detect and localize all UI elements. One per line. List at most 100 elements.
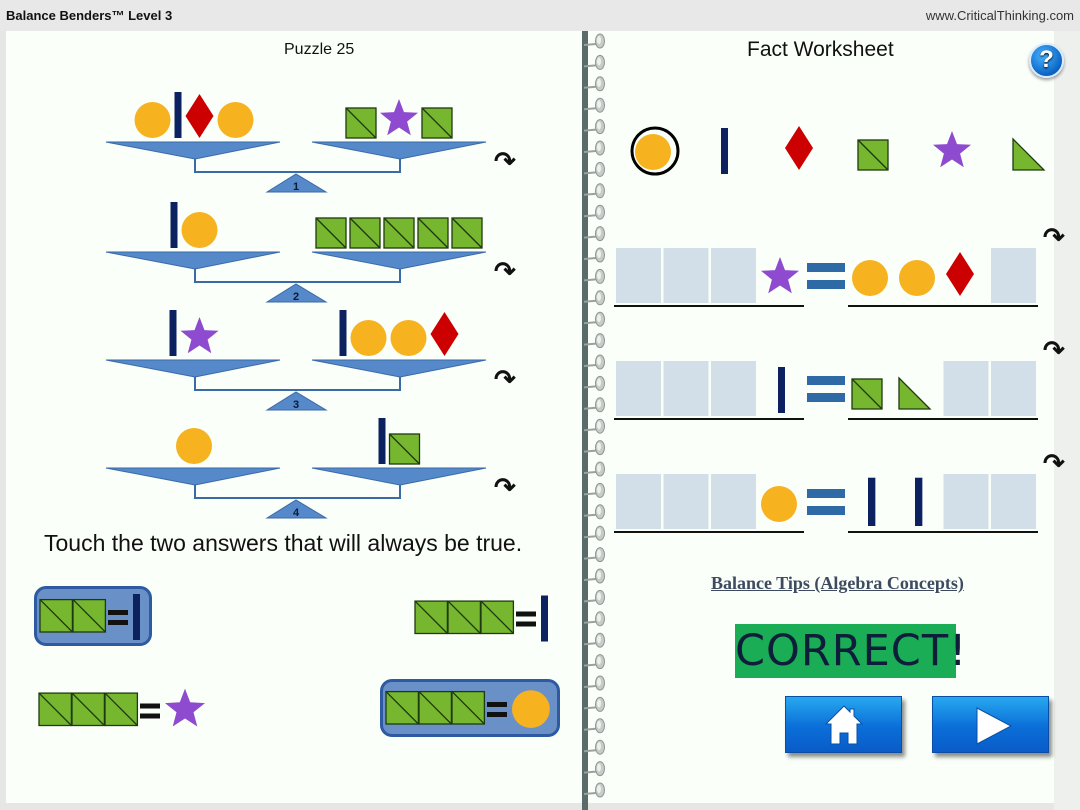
- bar-shape: [778, 367, 785, 413]
- app-title: Balance Benders™ Level 3: [6, 8, 173, 23]
- empty-slot[interactable]: [616, 248, 661, 303]
- ring: [584, 482, 605, 498]
- ring: [584, 739, 605, 755]
- empty-slot[interactable]: [663, 474, 709, 529]
- empty-slot[interactable]: [711, 361, 756, 416]
- answer-option-3[interactable]: [34, 682, 224, 737]
- square-shape: [417, 217, 449, 249]
- equals-sign: [140, 703, 160, 719]
- bar-shape: [868, 477, 876, 526]
- fact-row-2: [614, 359, 1038, 421]
- star-shape: [761, 257, 799, 294]
- balance-tips-link[interactable]: Balance Tips (Algebra Concepts): [711, 573, 964, 593]
- ring: [584, 161, 605, 177]
- palette-square[interactable]: [857, 139, 889, 171]
- undo-icon[interactable]: ↶: [494, 364, 516, 394]
- website-link[interactable]: www.CriticalThinking.com: [925, 8, 1074, 23]
- diamond-shape: [785, 126, 813, 170]
- square-shape: [388, 433, 421, 465]
- palette-circle[interactable]: [630, 126, 680, 176]
- play-icon: [976, 707, 1013, 745]
- puzzle-page: [6, 31, 582, 803]
- square-shape: [383, 217, 415, 249]
- answer-option-4[interactable]: [380, 679, 560, 737]
- diamond-shape: [185, 94, 214, 138]
- empty-slot[interactable]: [663, 361, 709, 416]
- fact-row-1: [614, 246, 1038, 308]
- square-shape: [71, 692, 106, 727]
- home-button[interactable]: [785, 696, 902, 753]
- circle-shape: [635, 134, 671, 170]
- palette-triangle[interactable]: [1012, 137, 1046, 171]
- equals-sign: [108, 610, 128, 625]
- empty-slot[interactable]: [943, 474, 989, 529]
- ring: [584, 611, 605, 627]
- shape-palette: [630, 126, 1046, 176]
- empty-slot[interactable]: [616, 361, 661, 416]
- ring: [584, 33, 605, 49]
- fact-row-3: [614, 472, 1038, 534]
- star-shape: [180, 317, 219, 354]
- empty-slot[interactable]: [711, 474, 756, 529]
- answer-option-1[interactable]: [34, 586, 152, 646]
- answer-equation: [39, 594, 140, 640]
- ring: [584, 397, 605, 413]
- undo-icon[interactable]: ↶: [494, 256, 516, 286]
- puzzle-title: Puzzle 25: [284, 41, 355, 58]
- undo-icon[interactable]: ↶: [1043, 448, 1065, 478]
- ring: [584, 54, 605, 70]
- ring: [584, 354, 605, 370]
- empty-slot[interactable]: [943, 361, 989, 416]
- empty-slot[interactable]: [711, 248, 756, 303]
- page-edge: [1054, 31, 1080, 810]
- palette-star[interactable]: [933, 131, 971, 168]
- ring: [584, 461, 605, 477]
- undo-icon[interactable]: ↶: [1043, 222, 1065, 252]
- ring: [584, 268, 605, 284]
- fact-equation: [614, 474, 1038, 533]
- bar-shape: [915, 477, 923, 526]
- star-shape: [933, 131, 971, 168]
- circle-shape: [217, 102, 254, 138]
- scale-number: 3: [293, 399, 299, 411]
- square-shape: [349, 217, 381, 249]
- balance-scale-4: 4: [105, 418, 487, 519]
- bar-shape: [339, 310, 347, 356]
- palette-diamond[interactable]: [785, 126, 813, 170]
- next-button[interactable]: [932, 696, 1049, 753]
- bar-shape: [541, 595, 548, 642]
- undo-icon[interactable]: ↶: [1043, 335, 1065, 365]
- square-shape: [38, 692, 73, 727]
- ring: [584, 525, 605, 541]
- empty-slot[interactable]: [616, 474, 661, 529]
- undo-icon[interactable]: ↶: [494, 146, 516, 176]
- square-shape: [414, 600, 449, 635]
- empty-slot[interactable]: [991, 361, 1036, 416]
- home-icon: [824, 705, 864, 745]
- square-shape: [345, 107, 377, 139]
- ring: [584, 761, 605, 777]
- answer-option-2[interactable]: [410, 590, 560, 645]
- ring: [584, 247, 605, 263]
- fact-equation: [614, 248, 1038, 307]
- square-shape: [451, 217, 483, 249]
- help-button[interactable]: ?: [1029, 43, 1064, 78]
- star-shape: [380, 99, 418, 136]
- ring: [584, 311, 605, 327]
- empty-slot[interactable]: [663, 248, 709, 303]
- equals-sign: [807, 489, 845, 515]
- palette-bar[interactable]: [721, 128, 728, 174]
- empty-slot[interactable]: [991, 474, 1036, 529]
- notebook-spine: [582, 31, 588, 810]
- circle-shape: [852, 260, 888, 296]
- ring: [584, 119, 605, 135]
- square-shape: [447, 600, 482, 635]
- ring: [584, 782, 605, 798]
- bar-shape: [133, 594, 140, 640]
- correct-banner: CORRECT!: [735, 624, 966, 678]
- question-icon: ?: [1039, 46, 1054, 73]
- undo-icon[interactable]: ↶: [494, 472, 516, 502]
- ring: [584, 654, 605, 670]
- empty-slot[interactable]: [991, 248, 1036, 303]
- diamond-shape: [430, 312, 459, 356]
